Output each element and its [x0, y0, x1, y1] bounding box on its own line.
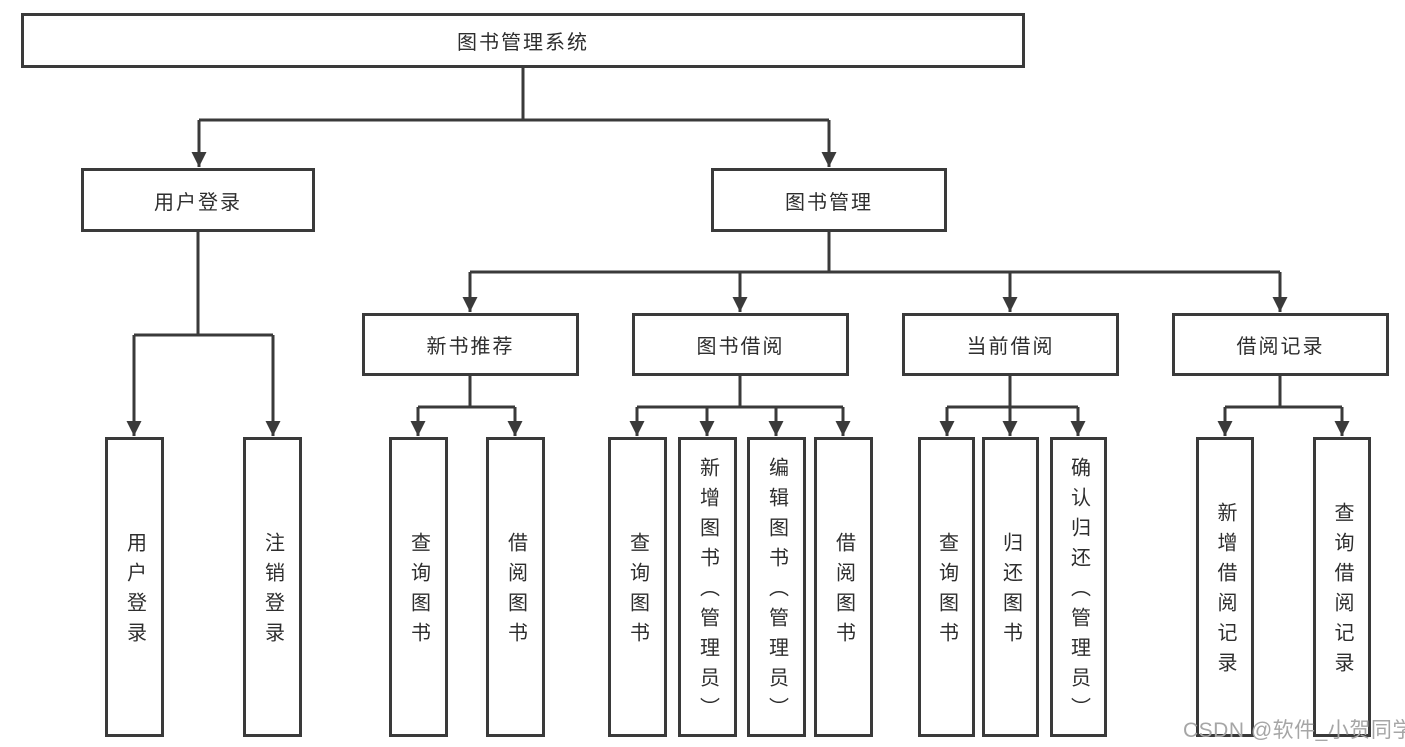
leaf-edit-book-admin-label: 编辑图书（管理员） — [765, 457, 788, 727]
node-borrow-records-label: 借阅记录 — [1236, 336, 1325, 358]
leaf-borrow-book-1-label: 借阅图书 — [504, 532, 527, 652]
node-book-borrow: 图书借阅 — [632, 313, 849, 376]
leaf-borrow-book-2: 借阅图书 — [814, 437, 873, 737]
leaf-add-borrow-record-label: 新增借阅记录 — [1214, 502, 1236, 682]
node-user-login-label: 用户登录 — [154, 191, 242, 214]
node-root: 图书管理系统 — [21, 13, 1025, 68]
leaf-query-borrow-record: 查询借阅记录 — [1313, 437, 1371, 737]
leaf-logout-label: 注销登录 — [261, 532, 284, 652]
leaf-user-login-label: 用户登录 — [123, 532, 146, 652]
leaf-query-book-1: 查询图书 — [389, 437, 448, 737]
node-new-book-recommend: 新书推荐 — [362, 313, 579, 376]
node-book-management: 图书管理 — [711, 168, 947, 232]
leaf-query-book-1-label: 查询图书 — [407, 532, 430, 652]
leaf-borrow-book-1: 借阅图书 — [486, 437, 545, 737]
leaf-confirm-return-admin-label: 确认归还（管理员） — [1067, 457, 1090, 727]
leaf-return-book: 归还图书 — [982, 437, 1039, 737]
leaf-confirm-return-admin: 确认归还（管理员） — [1050, 437, 1107, 737]
leaf-add-borrow-record: 新增借阅记录 — [1196, 437, 1254, 737]
node-current-borrow-label: 当前借阅 — [966, 336, 1055, 358]
csdn-watermark: CSDN @软件_小贺同学 — [1183, 719, 1405, 742]
leaf-query-borrow-record-label: 查询借阅记录 — [1331, 502, 1353, 682]
leaf-edit-book-admin: 编辑图书（管理员） — [747, 437, 806, 737]
node-new-book-recommend-label: 新书推荐 — [426, 336, 515, 358]
node-current-borrow: 当前借阅 — [902, 313, 1119, 376]
leaf-query-book-3: 查询图书 — [918, 437, 975, 737]
leaf-query-book-2-label: 查询图书 — [626, 532, 649, 652]
node-book-borrow-label: 图书借阅 — [696, 336, 785, 358]
node-root-label: 图书管理系统 — [457, 32, 589, 54]
leaf-add-book-admin: 新增图书（管理员） — [678, 437, 737, 737]
node-borrow-records: 借阅记录 — [1172, 313, 1389, 376]
leaf-return-book-label: 归还图书 — [999, 532, 1022, 652]
leaf-borrow-book-2-label: 借阅图书 — [832, 532, 855, 652]
leaf-query-book-3-label: 查询图书 — [935, 532, 958, 652]
leaf-user-login: 用户登录 — [105, 437, 164, 737]
node-user-login: 用户登录 — [81, 168, 315, 232]
leaf-query-book-2: 查询图书 — [608, 437, 667, 737]
leaf-logout: 注销登录 — [243, 437, 302, 737]
node-book-management-label: 图书管理 — [785, 191, 873, 214]
leaf-add-book-admin-label: 新增图书（管理员） — [696, 457, 719, 727]
